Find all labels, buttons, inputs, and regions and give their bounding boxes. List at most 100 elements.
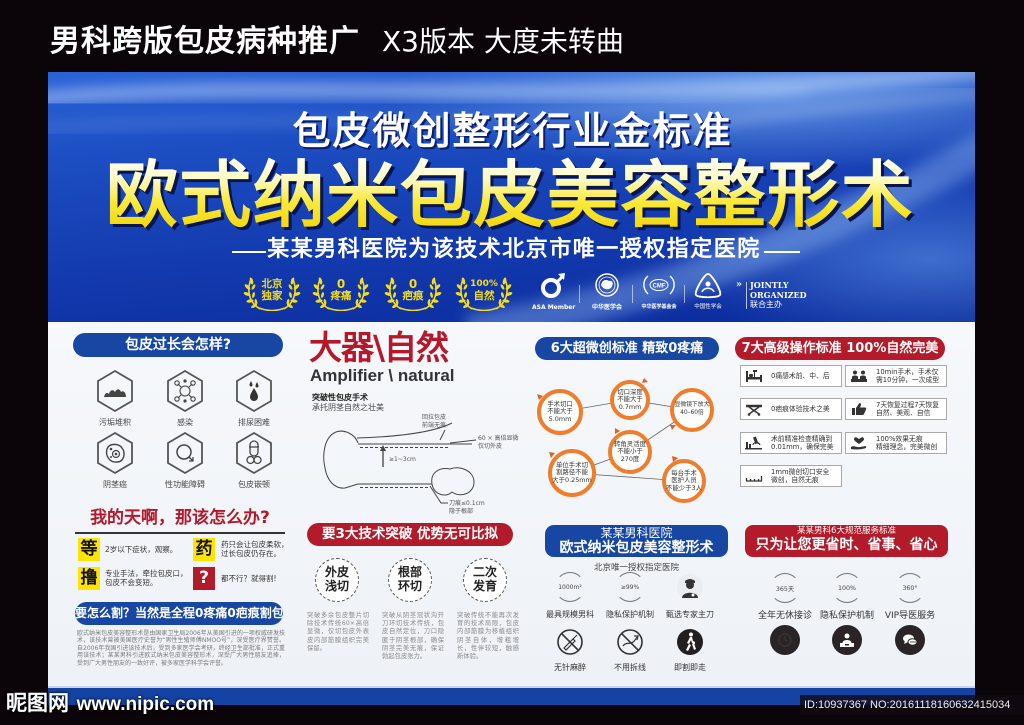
diagram-caption-bold: 突破性包皮手术	[312, 393, 368, 402]
symptom-dirt-buildup	[95, 369, 135, 417]
ruler-icon	[745, 476, 763, 482]
option-key-question: ?	[193, 567, 215, 590]
hero-banner	[48, 72, 975, 322]
node-line: 不能大于	[547, 407, 573, 416]
what-to-do-heading: 我的天啊，那该怎么办?	[90, 508, 270, 528]
option-key-manual: 撸	[78, 567, 100, 590]
heading-underline	[75, 532, 285, 534]
feature-label: 甄选专家主刀	[666, 610, 714, 619]
breakthrough-text: 突破从阴茎冠状沟开刀环切技术传统，包皮自然定位，刀口隐匿于阴茎根部，确保阴茎完美…	[382, 612, 444, 661]
footer-band	[48, 686, 975, 705]
cell-icon	[97, 432, 133, 474]
badge-line2: 独家	[261, 290, 283, 302]
service-icon-badge	[770, 625, 800, 655]
micro-standards-heading: 6大超微创标准 精致0疼痛	[535, 337, 719, 360]
badge-line1: 北京	[261, 278, 283, 290]
shield-emblem-icon	[694, 273, 722, 299]
item-text: 1mm微创切口安全微创，自然无痕	[771, 468, 829, 484]
node-line: 手术切口	[547, 399, 573, 408]
item-line: 精细理念，完美微创	[876, 443, 938, 451]
diagram-bottom-label-1: 刀痕≤0.1cm	[449, 499, 485, 507]
amplifier-title: 大器\自然	[309, 328, 449, 367]
answer-banner: 要怎么割？当然是全程0疼痛0疤痕割包皮	[75, 602, 283, 625]
diagram-right-label-1: 60 × 高倍显微	[478, 434, 518, 442]
badge-line1: 二次	[472, 565, 497, 579]
thumbs-up-icon	[852, 403, 867, 415]
symptom-label: 感染	[177, 418, 193, 427]
breakthrough-text: 突破传统不能再次发育的技术局限，包皮内部筋膜为移植组织阴茎自体，增粗增长，性伴较…	[457, 612, 519, 661]
tagline-left-rule	[232, 251, 266, 253]
consultation-icon	[840, 633, 854, 647]
service-stat-100: 100%	[832, 573, 862, 603]
operation-item-painless: 0痛感术前、中、后	[740, 365, 842, 387]
symptom-label: 阴茎癌	[103, 480, 127, 489]
hero-title: 欧式纳米包皮美容整形术	[50, 154, 970, 236]
item-line: 术前精准检查精确到	[771, 435, 833, 443]
diagram-right-label-2: 仅切外皮	[478, 442, 502, 450]
chat-bubbles-icon	[903, 634, 918, 646]
service-label: 隐私保护机制	[819, 611, 874, 621]
operation-standards-heading: 7大高级操作标准 100%自然完美	[735, 337, 945, 360]
diagram-top-label-2: 前端无痕	[422, 421, 446, 429]
option-line: 包皮不会变短。	[105, 578, 158, 587]
option-key-wait: 等	[78, 538, 100, 561]
item-line: 0疤痕体验技术之美	[771, 405, 830, 413]
logo-separator	[632, 285, 633, 303]
standard-node-medical-staff: 每台手术医护人员不能少于3人	[664, 461, 704, 501]
badge-line1: 100%	[470, 279, 498, 289]
service-label: 全年无休接诊	[757, 611, 812, 621]
medical-association-emblem-icon	[595, 273, 619, 297]
node-line: 5.0mm	[548, 414, 572, 423]
light-streaks-decoration	[48, 72, 975, 322]
node-line: 医护人员	[671, 476, 697, 485]
clock-icon	[778, 633, 792, 647]
hospital-note: 北京唯一授权指定医院	[593, 563, 679, 573]
item-text: 0痛感术前、中、后	[771, 372, 830, 380]
item-line: 微创，自然无痕	[771, 476, 819, 484]
symptom-label: 性功能障碍	[165, 480, 205, 489]
operation-item-7day-recovery: 7天恢复过程7天恢复自然、美观、自信	[845, 398, 947, 420]
operation-item-100-percent: 100%效果无痕精细理念，完美微创	[845, 432, 947, 454]
badge-line2: 发育	[472, 579, 497, 593]
standard-node-cut-path: 单位手术切割路径不能大于0.25mm	[550, 451, 594, 495]
feature-label: 无针麻醉	[554, 663, 586, 672]
services-heading: 只为让您更省时、省事、省心	[755, 537, 938, 553]
jointly-divider	[746, 282, 747, 309]
diagram-bottom-label-2: 隐于根部	[449, 507, 473, 515]
hero-kicker: 包皮微创整形行业金标准	[292, 109, 733, 153]
item-text: 7天恢复过程7天恢复自然、美观、自信	[876, 401, 939, 417]
node-line: 不能少于3人	[665, 483, 703, 492]
badge-line1: 0	[408, 277, 418, 291]
badge-beijing-exclusive: 北京独家	[243, 275, 301, 311]
option-text-wait: 2岁以下症状，观察。	[105, 545, 177, 554]
jointly-arrow: »	[736, 279, 743, 290]
breakthrough-badge-regrowth: 二次发育	[463, 558, 507, 602]
watermark-site-url: www.nipic.com	[76, 694, 215, 715]
node-line: 显微镜下放大	[674, 402, 710, 409]
node-line: 40–60倍	[680, 410, 704, 416]
item-line: 0.01mm，确保完美	[771, 443, 834, 451]
node-line: 不能小于	[617, 447, 643, 456]
diagram-arrow-label: ≥1~3cm	[389, 456, 416, 463]
bacteria-icon	[167, 370, 203, 412]
symptom-label: 排尿困难	[238, 418, 270, 427]
item-text: 10min手术，手术仅需10分钟，一次成型	[876, 368, 939, 384]
node-line: 270度	[620, 454, 640, 463]
node-line: 单位手术切	[556, 460, 588, 469]
stretcher-icon	[746, 404, 762, 416]
diagram-top-label-1: 回拉包皮	[422, 413, 446, 421]
feature-area-stat: 1000m²	[555, 572, 585, 602]
operation-item-no-scar: 0疤痕体验技术之美	[740, 398, 842, 420]
option-line: 专业手法，牵拉包皮口，	[105, 569, 188, 578]
logo-chinese-medical-association: 中华医学会	[587, 272, 627, 311]
option-line: 2岁以下症状，观察。	[105, 545, 178, 554]
logo-cmf: CMF 中华医学基金会	[638, 272, 680, 311]
